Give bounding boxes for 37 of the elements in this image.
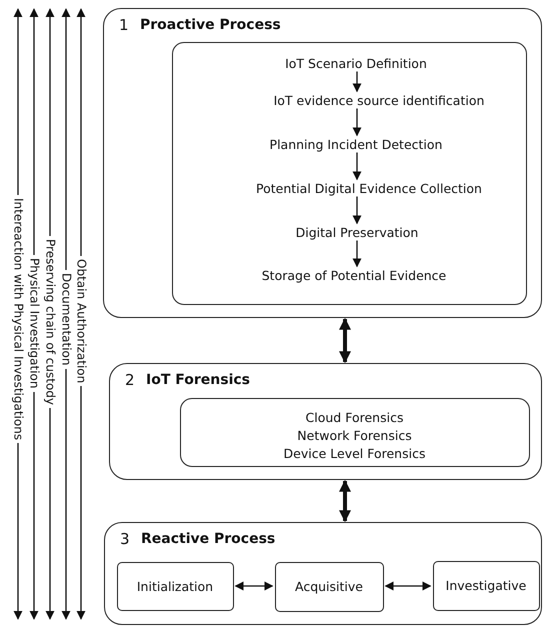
arrow bbox=[352, 240, 362, 268]
list-item: Device Level Forensics bbox=[284, 444, 426, 462]
process-panel bbox=[103, 8, 542, 318]
step-number: 2 bbox=[125, 371, 135, 389]
step-text: Digital Preservation bbox=[296, 224, 418, 240]
side-label: Physical Investigation bbox=[28, 255, 40, 392]
process-box: Acquisitive bbox=[274, 562, 384, 612]
arrow bbox=[352, 196, 362, 224]
step-number: 1 bbox=[119, 16, 129, 34]
arrow bbox=[384, 582, 432, 590]
side-label: Intereaction with Physical Investigations bbox=[12, 195, 24, 444]
side-label: Documentation bbox=[60, 270, 72, 369]
step-text: Planning Incident Detection bbox=[270, 136, 442, 152]
arrow bbox=[339, 480, 351, 522]
step-text: IoT Scenario Definition bbox=[285, 56, 427, 70]
arrow bbox=[352, 108, 362, 136]
panel-heading: IoT Forensics bbox=[146, 372, 250, 388]
process-box: Investigative bbox=[432, 560, 540, 610]
side-label: Obtain Authorization bbox=[74, 256, 88, 386]
side-label: Preserving chain of custody bbox=[44, 236, 56, 408]
arrow bbox=[352, 152, 362, 180]
list-item: Cloud Forensics bbox=[306, 408, 404, 426]
list-item: Network Forensics bbox=[297, 426, 412, 444]
step-text: Potential Digital Evidence Collection bbox=[256, 180, 482, 196]
inner-box bbox=[180, 398, 530, 466]
process-panel bbox=[104, 522, 542, 625]
arrow bbox=[352, 72, 362, 92]
process-box: Initialization bbox=[116, 562, 234, 610]
process-panel bbox=[109, 363, 542, 480]
panel-heading: Proactive Process bbox=[140, 17, 281, 33]
step-number: 3 bbox=[120, 530, 130, 548]
step-text: IoT evidence source identification bbox=[274, 92, 484, 108]
inner-box bbox=[172, 42, 526, 304]
arrow bbox=[234, 582, 274, 590]
panel-heading: Reactive Process bbox=[141, 531, 276, 547]
arrow bbox=[339, 318, 351, 364]
step-text: Storage of Potential Evidence bbox=[262, 268, 446, 282]
